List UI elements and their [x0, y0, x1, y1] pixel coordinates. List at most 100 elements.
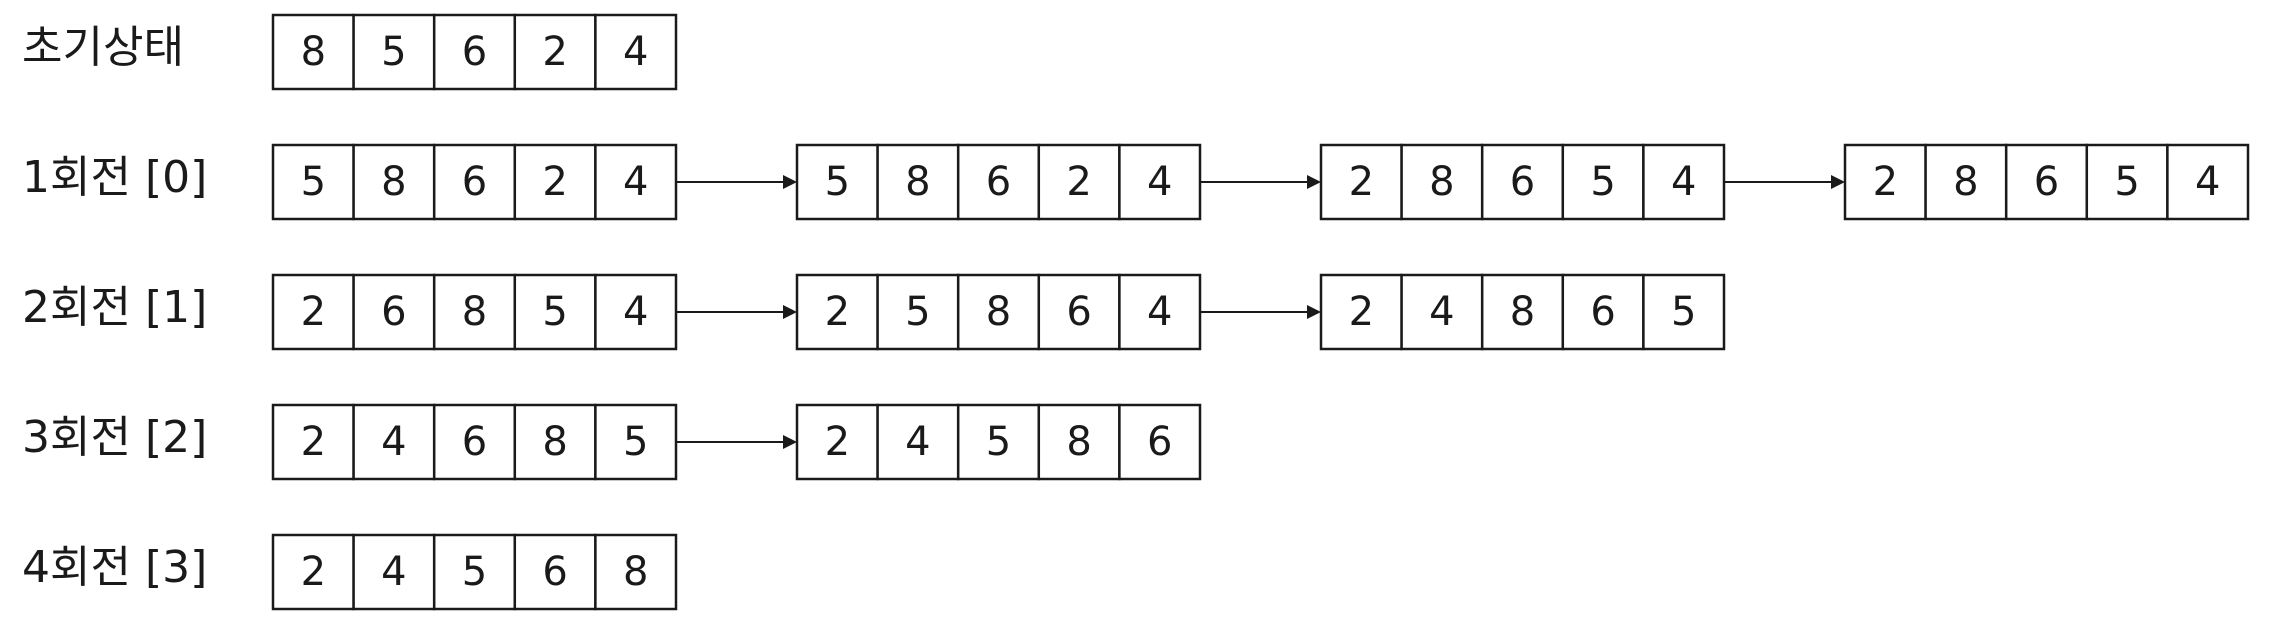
array-cell-box	[1843, 143, 1927, 221]
array-cell-box	[432, 533, 517, 611]
array-cell: 8	[594, 533, 678, 611]
array-cell: 2	[513, 13, 597, 91]
array-cell-box	[271, 403, 355, 481]
transition-arrow	[1200, 305, 1321, 319]
array-cell-value: 4	[1147, 289, 1172, 335]
array-cell: 8	[513, 403, 597, 481]
array-cell: 5	[956, 403, 1041, 481]
array-cell-value: 4	[381, 419, 406, 465]
array-cell-box	[795, 143, 879, 221]
row-label: 1회전 [0]	[22, 152, 207, 203]
array-cell-box	[594, 273, 678, 351]
array-cell: 6	[432, 13, 517, 91]
row-label: 4회전 [3]	[22, 542, 207, 593]
array-cell-value: 8	[1510, 289, 1535, 335]
array-cell: 6	[1480, 143, 1565, 221]
array-cell: 8	[1400, 143, 1484, 221]
array-cell: 6	[352, 273, 436, 351]
arrow-head	[783, 175, 797, 189]
array-cell-value: 5	[1671, 289, 1696, 335]
array-cell-value: 5	[825, 159, 850, 205]
array-cell-box	[1037, 143, 1121, 221]
array-cell-value: 6	[462, 159, 487, 205]
array-cell-value: 8	[1953, 159, 1978, 205]
array-cell: 4	[352, 533, 436, 611]
array-cell-value: 6	[462, 419, 487, 465]
array-cell-value: 5	[1590, 159, 1615, 205]
array-cell-value: 5	[381, 29, 406, 75]
array-cell: 2	[1319, 273, 1403, 351]
array-cell-box	[1924, 143, 2008, 221]
array-cell-box	[513, 143, 597, 221]
array-cell-value: 2	[301, 549, 326, 595]
arrow-head	[1307, 175, 1321, 189]
array-cell-box	[432, 13, 517, 91]
array-cell-value: 4	[623, 289, 648, 335]
array-cell-box	[513, 533, 597, 611]
array-cell: 6	[956, 143, 1041, 221]
array-cell-value: 5	[986, 419, 1011, 465]
array-cell-box	[1642, 143, 1726, 221]
array-cell-value: 4	[1429, 289, 1454, 335]
array-cell: 5	[795, 143, 879, 221]
array-cell: 6	[1037, 273, 1121, 351]
array-cell-value: 6	[986, 159, 1011, 205]
array-cell: 6	[2004, 143, 2089, 221]
array-cell: 6	[513, 533, 597, 611]
transition-arrow	[676, 175, 797, 189]
array-cell-value: 6	[1510, 159, 1535, 205]
array-cell-value: 5	[542, 289, 567, 335]
array-cell-box	[271, 273, 355, 351]
array-cell-value: 5	[301, 159, 326, 205]
array-cell-value: 2	[1873, 159, 1898, 205]
array-cell-value: 2	[1349, 289, 1374, 335]
array-cell-value: 2	[825, 289, 850, 335]
array-cell-box	[1037, 403, 1121, 481]
array-cell-box	[352, 403, 436, 481]
array-cell: 4	[594, 143, 678, 221]
array-cell-value: 4	[381, 549, 406, 595]
array-cell-box	[513, 273, 597, 351]
transition-arrow	[676, 435, 797, 449]
array-cell: 5	[271, 143, 355, 221]
array-cell-box	[1400, 143, 1484, 221]
array-cell-box	[2085, 143, 2169, 221]
arrow-head	[783, 435, 797, 449]
array-cell-box	[956, 143, 1041, 221]
array-cell-box	[594, 143, 678, 221]
array-cell-value: 6	[462, 29, 487, 75]
array-cell-box	[1118, 273, 1202, 351]
array-cell-box	[513, 403, 597, 481]
row-label: 3회전 [2]	[22, 412, 207, 463]
array-cell-value: 6	[542, 549, 567, 595]
array-cell-value: 8	[1066, 419, 1091, 465]
array-cell-value: 8	[905, 159, 930, 205]
array-cell: 5	[876, 273, 960, 351]
array-cell: 8	[432, 273, 517, 351]
array-cell: 6	[432, 143, 517, 221]
array-cell-box	[2166, 143, 2250, 221]
array-cell: 5	[432, 533, 517, 611]
array-cell: 8	[1480, 273, 1565, 351]
array-cell-value: 6	[1147, 419, 1172, 465]
array-cell-box	[352, 533, 436, 611]
array-cell: 5	[594, 403, 678, 481]
array-cell: 2	[1319, 143, 1403, 221]
array-cell-value: 4	[623, 159, 648, 205]
array-cell-value: 8	[462, 289, 487, 335]
array-cell-value: 5	[905, 289, 930, 335]
array-cell-value: 2	[825, 419, 850, 465]
array-cell-box	[1319, 143, 1403, 221]
array-cell-box	[1642, 273, 1726, 351]
transition-arrow	[1724, 175, 1845, 189]
